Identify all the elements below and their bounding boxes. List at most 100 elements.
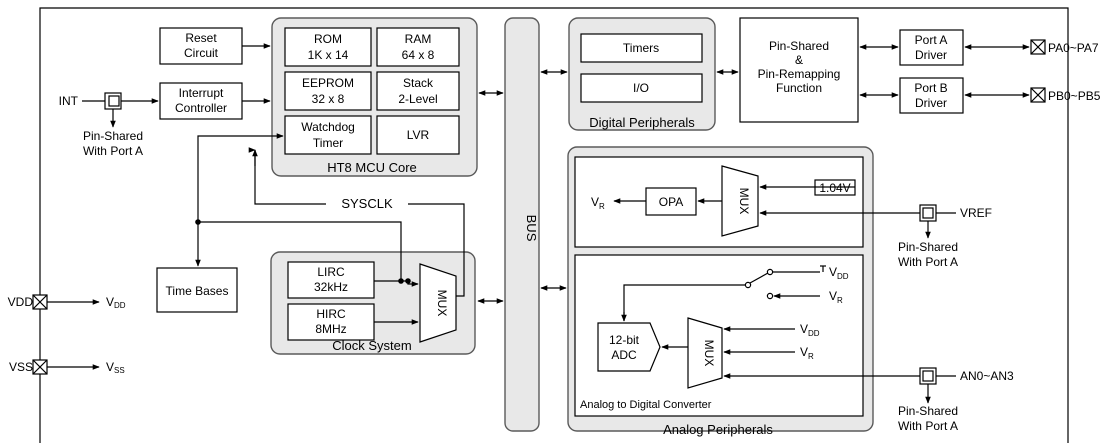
port-b-driver-box — [899, 77, 964, 114]
eeprom-box — [284, 71, 372, 111]
vr-out-label: VR — [591, 195, 605, 211]
lirc-freq: 32kHz — [314, 280, 348, 294]
watchdog-label-1: Watchdog — [301, 120, 355, 134]
adc-mux — [687, 317, 723, 389]
pb-pin-icon — [1030, 87, 1046, 103]
switch-contact-vr — [766, 292, 774, 300]
wdt-clock-line — [197, 133, 284, 222]
lirc-label: LIRC — [317, 265, 345, 279]
vss-pin-label: VSS — [9, 360, 33, 374]
opa-section-box — [574, 156, 864, 248]
junction-dot — [195, 219, 201, 225]
chip-boundary — [39, 7, 1069, 443]
time-bases-label: Time Bases — [166, 284, 229, 298]
lvr-label: LVR — [407, 128, 430, 142]
adc-vdd-rail-label: VDD — [829, 265, 849, 281]
lirc-box — [287, 261, 375, 299]
switch-pivot — [744, 281, 752, 289]
port-a-driver-label-1: Port A — [915, 33, 948, 47]
opa-label: OPA — [659, 195, 683, 209]
switch-contact-vdd — [766, 268, 774, 276]
bus-label: BUS — [524, 215, 539, 242]
int-shared-label-2: With Port A — [83, 144, 143, 158]
ram-box — [376, 27, 460, 67]
vss-pin-icon — [32, 359, 48, 375]
analog-peripherals-title: Analog Peripherals — [663, 422, 773, 437]
stack-box — [376, 71, 460, 111]
adc-section-title: Analog to Digital Converter — [580, 399, 712, 411]
an-pin-icon-inner — [922, 370, 934, 382]
an-shared-label-2: With Port A — [898, 419, 958, 433]
stack-levels: 2-Level — [398, 92, 437, 106]
an-shared-label-1: Pin-Shared — [898, 404, 958, 418]
lvr-box — [376, 115, 460, 155]
int-pin-label: INT — [59, 94, 79, 108]
switch-to-adc-line — [623, 284, 746, 321]
pin-remap-box — [739, 17, 859, 123]
pa-pin-label: PA0~PA7 — [1048, 41, 1099, 55]
watchdog-timer-box — [284, 115, 372, 155]
clock-mux-label: MUX — [435, 290, 449, 317]
int-shared-label-1: Pin-Shared — [83, 129, 143, 143]
adc-mux-label: MUX — [702, 340, 716, 367]
vdd-net-label: VDD — [106, 295, 126, 310]
hirc-label: HIRC — [316, 307, 346, 321]
pin-remap-label-2: & — [795, 53, 803, 67]
vdd-pin-label: VDD — [8, 295, 34, 309]
eeprom-label: EEPROM — [302, 76, 354, 90]
sysclk-line-right — [408, 203, 465, 297]
hirc-freq: 8MHz — [315, 322, 346, 336]
int-pin-icon-inner — [108, 95, 120, 107]
rom-label: ROM — [314, 32, 342, 46]
rom-size: 1K x 14 — [308, 48, 349, 62]
an-pin-label: AN0~AN3 — [960, 369, 1014, 383]
interrupt-controller-label-1: Interrupt — [179, 86, 224, 100]
bus-bar — [504, 17, 540, 432]
adc-vr-switch-label: VR — [829, 289, 843, 305]
mcu-core-title: HT8 MCU Core — [327, 160, 417, 175]
clock-system-title: Clock System — [332, 338, 411, 353]
opa-mux-label: MUX — [737, 188, 751, 215]
sysclk-label: SYSCLK — [341, 196, 393, 211]
vref-shared-label-2: With Port A — [898, 255, 958, 269]
vref-pin-label: VREF — [960, 206, 992, 220]
io-box — [580, 73, 703, 103]
lirc-to-mux-arrow — [374, 280, 419, 287]
rom-box — [284, 27, 372, 67]
clock-mux — [419, 263, 457, 343]
adc-block — [597, 322, 661, 372]
ram-size: 64 x 8 — [402, 48, 435, 62]
sysclk-line-left — [254, 150, 326, 205]
vref-pin-icon-inner — [922, 207, 934, 219]
vref-shared-label-1: Pin-Shared — [898, 240, 958, 254]
pin-remap-label-3: Pin-Remapping — [758, 67, 841, 81]
stack-label: Stack — [403, 76, 434, 90]
opa-box — [645, 187, 697, 216]
adc-label-1: 12-bit — [609, 333, 640, 347]
ram-label: RAM — [405, 32, 432, 46]
port-b-driver-label-2: Driver — [915, 96, 947, 110]
port-a-driver-label-2: Driver — [915, 48, 947, 62]
adc-label-2: ADC — [611, 348, 637, 362]
pin-remap-label-1: Pin-Shared — [769, 39, 829, 53]
reset-circuit-label-2: Circuit — [184, 46, 219, 60]
pin-remap-label-4: Function — [776, 81, 822, 95]
vss-net-label: VSS — [106, 360, 125, 375]
switch-blade — [749, 272, 769, 284]
port-a-driver-box — [899, 29, 964, 66]
port-b-driver-label-1: Port B — [914, 81, 947, 95]
io-label: I/O — [633, 81, 649, 95]
eeprom-size: 32 x 8 — [312, 92, 345, 106]
reset-circuit-box — [159, 27, 243, 65]
time-bases-box — [156, 267, 238, 313]
watchdog-label-2: Timer — [313, 136, 343, 150]
interrupt-controller-label-2: Controller — [175, 101, 227, 115]
opa-mux — [721, 165, 759, 237]
pa-pin-icon — [1030, 39, 1046, 55]
lirc-tap-line — [198, 221, 402, 281]
digital-peripherals-title: Digital Peripherals — [589, 115, 695, 130]
timers-label: Timers — [623, 41, 659, 55]
ref-1v04-label: 1.04V — [819, 181, 850, 195]
timers-box — [580, 33, 703, 63]
